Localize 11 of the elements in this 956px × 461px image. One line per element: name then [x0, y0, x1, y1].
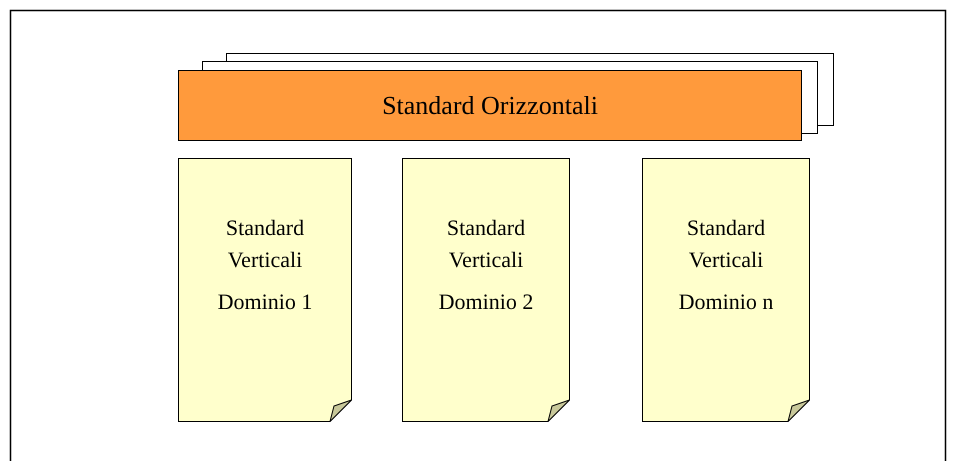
document-subtitle: Dominio n	[678, 288, 774, 316]
document-subtitle: Dominio 2	[438, 288, 534, 316]
document-sheet	[642, 158, 810, 422]
document-title: Standard Verticali	[224, 214, 306, 274]
document-title: Standard Verticali	[446, 214, 526, 274]
document-sheet	[178, 158, 352, 422]
header-title: Standard Orizzontali	[382, 90, 598, 120]
document-subtitle: Dominio 1	[216, 288, 314, 316]
document-sheet	[402, 158, 570, 422]
document-title: Standard Verticali	[686, 214, 766, 274]
header-box	[178, 70, 802, 141]
